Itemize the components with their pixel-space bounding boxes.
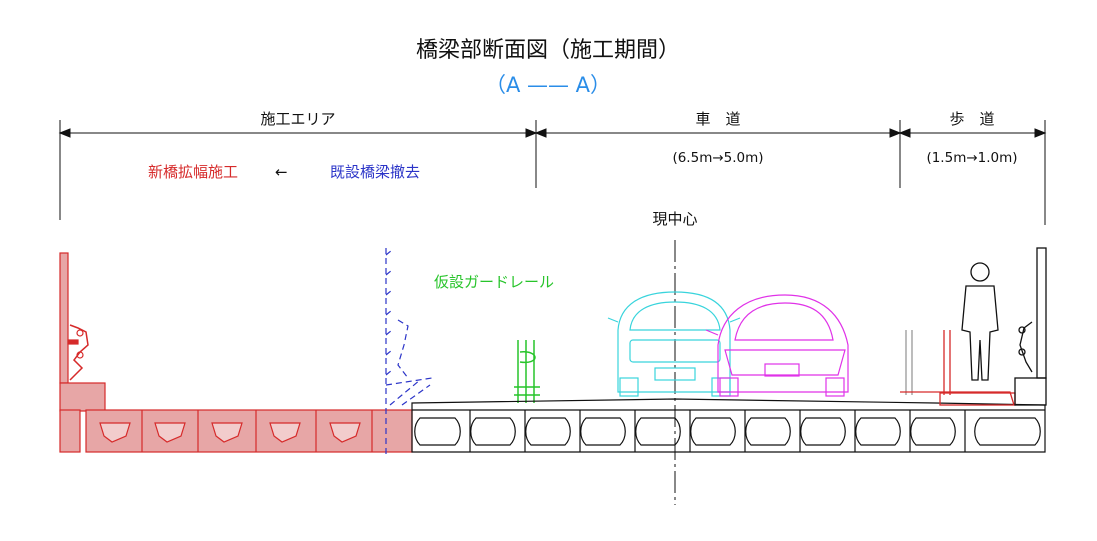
pedestrian-figure: [961, 262, 999, 381]
sidewalk-barrier: [1014, 247, 1047, 406]
diagram-title: 橋梁部断面図（施工期間）: [416, 38, 680, 63]
existing-bridge-removal: [385, 248, 433, 455]
roadway-width-label: (6.5m→5.0m): [672, 150, 763, 166]
remove-existing-bridge-label: 既設橋梁撤去: [330, 163, 420, 181]
new-bridge-widening-label: 新橋拡幅施工: [148, 163, 238, 181]
box-girders: [414, 410, 1041, 452]
temporary-guardrail-label: 仮設ガードレール: [434, 273, 554, 291]
new-bridge-widening-structure: [59, 252, 413, 453]
dimension-lines: [58, 120, 1047, 225]
sidewalk-temporary-railing: [900, 330, 1016, 406]
current-center-label: 現中心: [652, 210, 697, 228]
section-label: （A —— A）: [485, 73, 611, 97]
sidewalk-label: 歩 道: [949, 110, 994, 128]
bridge-deck: [411, 398, 1046, 453]
roadway-label: 車 道: [695, 110, 740, 128]
arrow-left-label: ←: [275, 163, 288, 181]
car-magenta: [705, 294, 849, 397]
work-area-label: 施工エリア: [260, 110, 335, 128]
temporary-guardrail: [514, 340, 540, 403]
sidewalk-width-label: (1.5m→1.0m): [926, 150, 1017, 166]
